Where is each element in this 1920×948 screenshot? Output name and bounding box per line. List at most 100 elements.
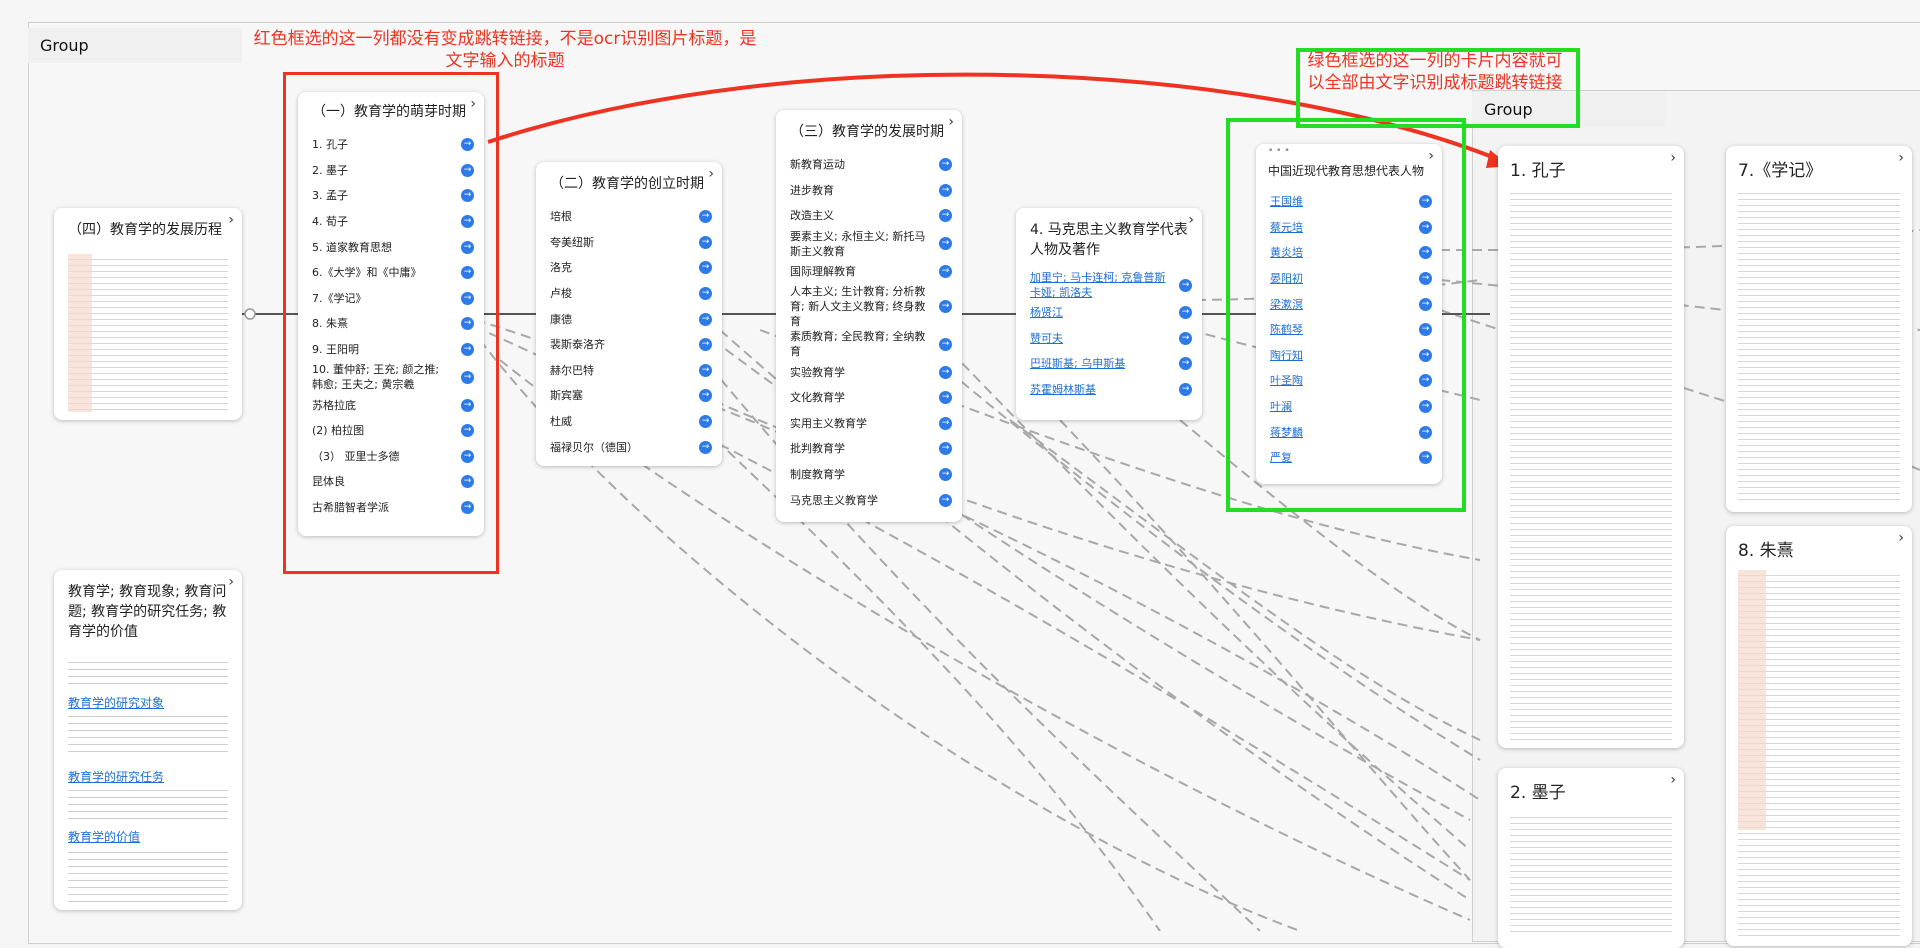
list-item[interactable]: 进步教育→ [790, 178, 952, 204]
arrow-right-icon[interactable]: → [461, 266, 474, 280]
list-item[interactable]: 昆体良→ [312, 469, 474, 495]
arrow-right-icon[interactable]: → [939, 493, 952, 507]
arrow-right-icon[interactable]: → [1179, 331, 1192, 345]
arrow-right-icon[interactable]: → [699, 363, 712, 377]
arrow-right-icon[interactable]: → [461, 215, 474, 229]
group-label-right[interactable]: Group [1472, 92, 1666, 127]
arrow-right-icon[interactable]: → [461, 501, 474, 515]
list-item[interactable]: 9. 王阳明→ [312, 337, 474, 363]
expand-icon[interactable]: › [1188, 212, 1194, 228]
arrow-right-icon[interactable]: → [461, 138, 474, 152]
list-item-label[interactable]: 黄炎培 [1270, 246, 1303, 260]
list-item[interactable]: 斯宾塞→ [550, 383, 712, 409]
arrow-right-icon[interactable]: → [1419, 272, 1432, 286]
list-item[interactable]: 杨贤江→ [1030, 300, 1192, 326]
group-label-left[interactable]: Group [28, 28, 242, 63]
list-item[interactable]: 苏格拉底→ [312, 392, 474, 418]
arrow-right-icon[interactable]: → [699, 261, 712, 275]
list-item[interactable]: 赫尔巴特→ [550, 358, 712, 384]
expand-icon[interactable]: › [948, 114, 954, 130]
arrow-right-icon[interactable]: → [699, 440, 712, 454]
arrow-right-icon[interactable]: → [1419, 451, 1432, 465]
list-item[interactable]: 严复 → [1270, 445, 1432, 471]
list-item[interactable]: 8. 朱熹→ [312, 311, 474, 337]
list-item[interactable]: 苏霍姆林斯基 → [1030, 377, 1192, 403]
arrow-right-icon[interactable]: → [461, 449, 474, 463]
list-item[interactable]: 5. 道家教育思想→ [312, 234, 474, 260]
expand-icon[interactable]: › [228, 574, 234, 590]
arrow-right-icon[interactable]: → [1419, 400, 1432, 414]
list-item-label[interactable]: 巴班斯基; 乌申斯基 [1030, 357, 1126, 371]
expand-icon[interactable]: › [228, 212, 234, 228]
list-item-label[interactable]: 陈鹤琴 [1270, 323, 1303, 337]
expand-icon[interactable]: › [1898, 530, 1904, 546]
list-item[interactable]: 新教育运动→ [790, 152, 952, 178]
expand-icon[interactable]: › [470, 96, 476, 112]
list-item[interactable]: 10. 董仲舒; 王充; 颜之推; 韩愈; 王夫之; 黄宗羲→ [312, 362, 474, 392]
list-item[interactable]: 7.《学记》→ [312, 286, 474, 312]
list-item-label[interactable]: 梁漱溟 [1270, 297, 1303, 311]
arrow-right-icon[interactable]: → [699, 287, 712, 301]
arrow-right-icon[interactable]: → [699, 415, 712, 429]
list-item-label[interactable]: 陶行知 [1270, 348, 1303, 362]
list-item[interactable]: 实验教育学→ [790, 359, 952, 385]
list-item[interactable]: 巴班斯基; 乌申斯基 → [1030, 351, 1192, 377]
list-item[interactable]: 3. 孟子→ [312, 183, 474, 209]
arrow-right-icon[interactable]: → [1179, 357, 1192, 371]
list-item-label[interactable]: 蔡元培 [1270, 220, 1303, 234]
arrow-right-icon[interactable]: → [461, 317, 474, 331]
list-item[interactable]: 黄炎培→ [1270, 240, 1432, 266]
expand-icon[interactable]: › [1898, 150, 1904, 166]
arrow-right-icon[interactable]: → [699, 235, 712, 249]
list-item-label[interactable]: 苏霍姆林斯基 [1030, 383, 1096, 397]
concept-link[interactable]: 教育学的价值 [68, 830, 141, 844]
concept-link[interactable]: 教育学的研究对象 [68, 696, 165, 710]
card-marxism[interactable]: › 4. 马克思主义教育学代表人物及著作 加里宁; 马卡连柯; 克鲁普斯卡娅; … [1016, 208, 1202, 420]
arrow-right-icon[interactable]: → [939, 265, 952, 279]
arrow-right-icon[interactable]: → [939, 209, 952, 223]
list-item-label[interactable]: 晏阳初 [1270, 272, 1303, 286]
list-item-label[interactable]: 叶圣陶 [1270, 374, 1303, 388]
list-item[interactable]: 蒋梦麟→ [1270, 419, 1432, 445]
list-item[interactable]: 陈鹤琴 → [1270, 317, 1432, 343]
arrow-right-icon[interactable]: → [699, 210, 712, 224]
arrow-right-icon[interactable]: → [1179, 278, 1192, 292]
arrow-right-icon[interactable]: → [461, 163, 474, 177]
arrow-right-icon[interactable]: → [939, 300, 952, 314]
arrow-right-icon[interactable]: → [939, 337, 952, 351]
list-item[interactable]: （3） 亚里士多德→ [312, 444, 474, 470]
arrow-right-icon[interactable]: → [699, 389, 712, 403]
card-mozi[interactable]: › 2. 墨子 [1498, 768, 1684, 948]
card-embryo[interactable]: › （一）教育学的萌芽时期 1. 孔子→2. 墨子→3. 孟子→4. 荀子→5.… [298, 92, 484, 536]
list-item[interactable]: 卢梭→ [550, 281, 712, 307]
concept-link[interactable]: 教育学的研究任务 [68, 770, 165, 784]
expand-icon[interactable]: › [1670, 772, 1676, 788]
arrow-right-icon[interactable]: → [461, 240, 474, 254]
list-item[interactable]: 陶行知→ [1270, 343, 1432, 369]
arrow-right-icon[interactable]: → [461, 343, 474, 357]
card-modern[interactable]: › • • • 中国近现代教育思想代表人物 王国维→蔡元培→黄炎培→晏阳初→梁漱… [1256, 144, 1442, 484]
list-item[interactable]: 实用主义教育学→ [790, 411, 952, 437]
arrow-right-icon[interactable]: → [461, 424, 474, 438]
list-item-label[interactable]: 加里宁; 马卡连柯; 克鲁普斯卡娅; 凯洛夫 [1030, 271, 1166, 299]
arrow-right-icon[interactable]: → [1179, 383, 1192, 397]
arrow-right-icon[interactable]: → [1419, 220, 1432, 234]
list-item-label[interactable]: 叶澜 [1270, 400, 1292, 414]
arrow-right-icon[interactable]: → [1419, 195, 1432, 209]
list-item[interactable]: 制度教育学→ [790, 462, 952, 488]
arrow-right-icon[interactable]: → [1419, 374, 1432, 388]
arrow-right-icon[interactable]: → [939, 183, 952, 197]
arrow-right-icon[interactable]: → [1419, 323, 1432, 337]
list-item[interactable]: 古希腊智者学派→ [312, 495, 474, 521]
list-item-label[interactable]: 王国维 [1270, 195, 1303, 209]
list-item-label[interactable]: 蒋梦麟 [1270, 425, 1303, 439]
list-item[interactable]: 杜威→ [550, 409, 712, 435]
list-item[interactable]: 马克思主义教育学→ [790, 487, 952, 513]
arrow-right-icon[interactable]: → [461, 370, 474, 384]
list-item-label[interactable]: 严复 [1270, 451, 1292, 465]
card-xueji[interactable]: › 7.《学记》 [1726, 146, 1912, 512]
card-concepts[interactable]: › 教育学; 教育现象; 教育问题; 教育学的研究任务; 教育学的价值 教育学的… [54, 570, 242, 910]
list-item[interactable]: 梁漱溟→ [1270, 291, 1432, 317]
card-history[interactable]: › （四）教育学的发展历程 [54, 208, 242, 420]
